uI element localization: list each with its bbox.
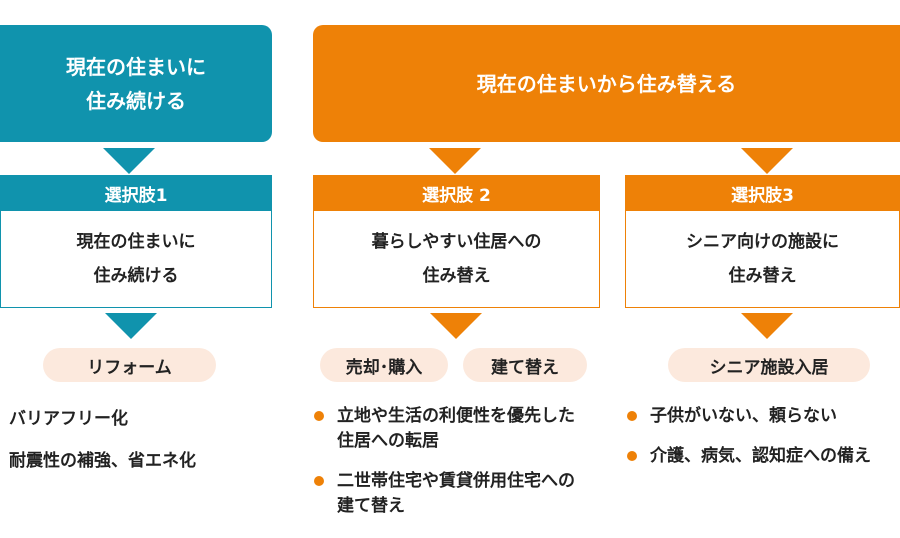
option-1-title-text: 選択肢1 (104, 185, 168, 206)
option-2-title-text: 選択肢 2 (422, 185, 491, 206)
list-item-text: 子供がいない、頼らない (650, 406, 837, 426)
stay-header: 現在の住まいに 住み続ける (0, 25, 272, 142)
list-item-line2: 住居への転居 (337, 430, 439, 451)
list-item-line1: 立地や生活の利便性を優先した (337, 406, 575, 426)
option-2-box: 暮らしやすい住居への 住み替え (313, 211, 600, 308)
list-item: 立地や生活の利便性を優先した 住居への転居 (313, 404, 613, 453)
option-1-line2: 住み続ける (93, 266, 179, 286)
option-3-line2: 住み替え (728, 266, 797, 286)
list-item: 耐震性の補強、省エネ化 (9, 451, 196, 471)
option-2-title: 選択肢 2 (313, 175, 600, 211)
pill-senior-facility-text: シニア施設入居 (709, 357, 829, 378)
list-item: バリアフリー化 (9, 409, 128, 429)
arrow-down-icon (105, 313, 157, 339)
pill-reform: リフォーム (43, 348, 216, 382)
pill-rebuild-text: 建て替え (491, 357, 559, 378)
list-item: 二世帯住宅や賃貸併用住宅への 建て替え (313, 469, 613, 518)
stay-header-line2: 住み続ける (86, 88, 186, 113)
list-item: 子供がいない、頼らない (626, 404, 900, 429)
list-item: 介護、病気、認知症への備え (626, 444, 900, 469)
list-item-text: 介護、病気、認知症への備え (650, 446, 871, 466)
option-3-box: シニア向けの施設に 住み替え (625, 211, 900, 308)
arrow-down-icon (103, 148, 155, 174)
option-1-box: 現在の住まいに 住み続ける (0, 211, 272, 308)
pill-reform-text: リフォーム (87, 357, 172, 378)
pill-sale-purchase: 売却･購入 (320, 348, 448, 382)
option-3-title: 選択肢3 (625, 175, 900, 211)
bullet-dot-icon (627, 411, 637, 421)
pill-sale-purchase-text: 売却･購入 (345, 357, 423, 378)
option-3-line1: シニア向けの施設に (686, 232, 839, 252)
bullet-dot-icon (627, 451, 637, 461)
arrow-down-icon (429, 148, 481, 174)
move-header: 現在の住まいから住み替える (313, 25, 900, 142)
bullet-dot-icon (314, 411, 324, 421)
option-3-title-text: 選択肢3 (731, 185, 794, 206)
option-1-title: 選択肢1 (0, 175, 272, 211)
option-2-line1: 暮らしやすい住居への (371, 232, 542, 252)
bullet-dot-icon (314, 476, 324, 486)
pill-rebuild: 建て替え (463, 348, 587, 382)
move-header-text: 現在の住まいから住み替える (476, 71, 737, 96)
arrow-down-icon (741, 148, 793, 174)
list-item-line1: 二世帯住宅や賃貸併用住宅への (337, 471, 575, 491)
pill-senior-facility: シニア施設入居 (668, 348, 870, 382)
option-2-line2: 住み替え (422, 266, 491, 286)
arrow-down-icon (741, 313, 793, 339)
arrow-down-icon (430, 313, 482, 339)
list-item-line2: 建て替え (337, 495, 405, 516)
option-1-line1: 現在の住まいに (76, 232, 196, 252)
stay-header-line1: 現在の住まいに (66, 54, 206, 79)
